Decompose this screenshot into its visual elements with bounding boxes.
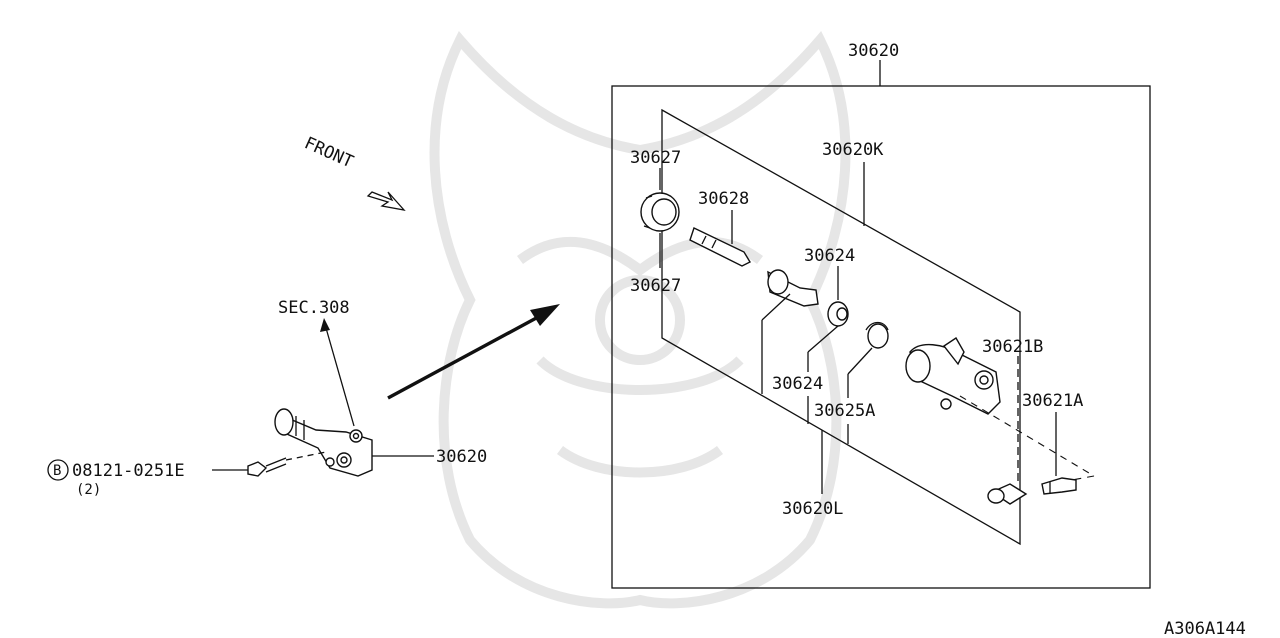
label-sec-308: SEC.308 [278,298,350,318]
label-30624-top: 30624 [804,246,855,266]
label-30621A: 30621A [1022,391,1083,411]
label-30628: 30628 [698,189,749,209]
label-30627-top: 30627 [630,148,681,168]
dashed-bleeder-path [959,395,1095,477]
callout-arrow-shaft [387,314,541,400]
figure-id: A306A144 [1164,619,1246,638]
part-bolt [247,457,287,477]
part-piston-seal [827,301,849,327]
dashed-bolt-path [285,451,327,461]
assembly-frame [611,85,1151,589]
bolt-badge-circle [47,459,69,481]
front-indicator: FRONT [301,133,356,172]
part-spring [865,321,889,349]
part-cylinder-body [905,337,1001,415]
sec-arrow-icon [320,318,330,332]
part-bleeder-cap [987,483,1028,505]
front-arrow-icon [366,191,406,211]
label-bolt-badge: B [53,463,61,479]
part-push-rod [689,227,751,267]
label-30620K: 30620K [822,140,884,160]
label-30620L: 30620L [782,499,843,519]
leader-piston [761,293,791,321]
label-30624-bottom: 30624 [772,374,823,394]
leader-30625A [847,347,873,375]
label-bolt-code: 08121-0251E [72,461,185,481]
callout-arrow-head-icon [530,304,560,326]
leader-30624-bottom [807,325,839,353]
label-30620-assembly: 30620 [848,41,899,61]
part-installed-cylinder [274,408,373,477]
label-30621B: 30621B [982,337,1043,357]
label-30625A: 30625A [814,401,875,421]
label-bolt-qty: (2) [76,482,101,498]
leader-sec-308 [325,327,355,427]
part-piston [767,269,819,307]
label-30620-side: 30620 [436,447,487,467]
kit-outline [661,108,1021,546]
part-boot [640,192,680,232]
label-front: FRONT [301,133,356,172]
watermark-emblem [429,31,851,609]
label-30627-bottom: 30627 [630,276,681,296]
part-bleeder-screw [1041,477,1077,495]
